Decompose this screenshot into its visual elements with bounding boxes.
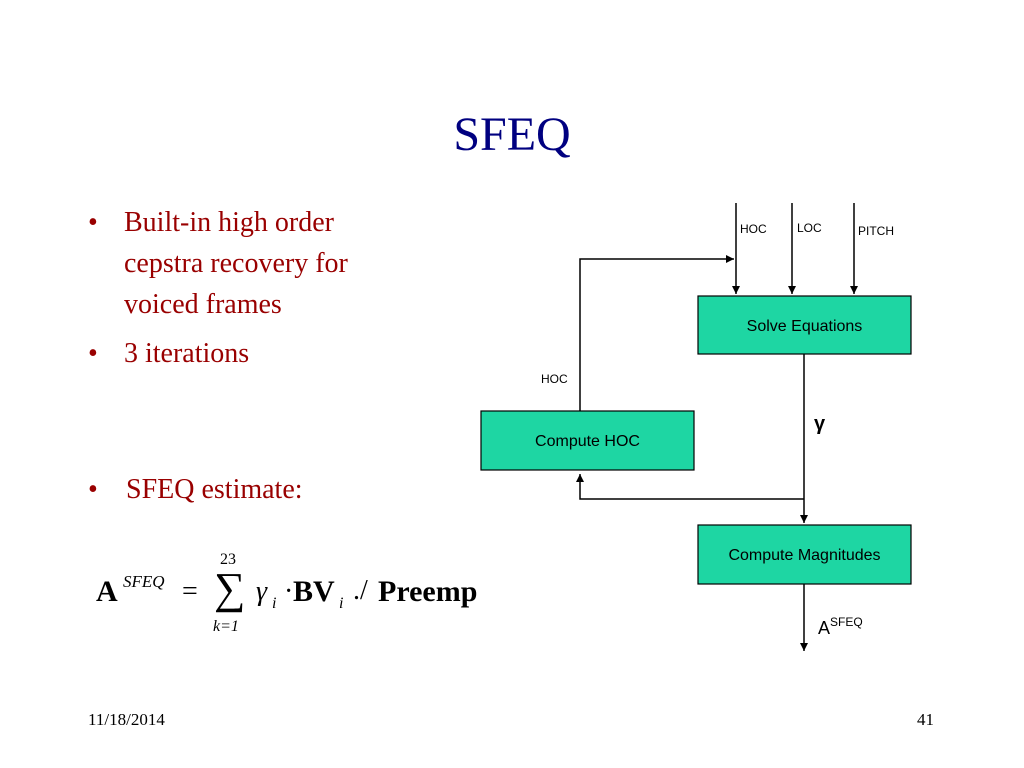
gamma-label: γ (814, 413, 826, 435)
bullet-line: Built-in high order (124, 207, 334, 238)
compute-magnitudes-box (697, 524, 912, 585)
formula-lhs-superscript: SFEQ (123, 572, 165, 591)
output-label-main: A (818, 618, 830, 638)
hoc-feedback-label: HOC (541, 372, 568, 386)
formula-gamma-subscript: i (272, 595, 277, 612)
footer-page-number: 41 (917, 710, 934, 729)
output-label-sup: SFEQ (830, 615, 863, 629)
solve-equations-label: Solve Equations (747, 318, 863, 335)
hoc-input-label: HOC (740, 222, 767, 236)
bullet-item: • Built-in high order cepstra recovery f… (88, 203, 448, 323)
formula-lhs: A (96, 575, 118, 608)
output-label: ASFEQ (818, 615, 863, 638)
bullet-dot: • (88, 474, 98, 505)
formula-bv-subscript: i (339, 595, 344, 612)
bullet-dot: • (88, 338, 98, 369)
bullet-item: • SFEQ estimate: (88, 470, 388, 510)
feedback-to-compute-hoc (576, 474, 804, 500)
formula-div: ./ (353, 575, 368, 606)
formula-sum-lower: k=1 (213, 618, 239, 635)
compute-hoc-label: Compute HOC (535, 433, 640, 450)
formula-preemp: Preemp (378, 575, 478, 608)
formula-equals: = (182, 576, 198, 607)
bullet-dot: • (88, 207, 98, 238)
pitch-input-label: PITCH (858, 224, 894, 238)
formula-sum-symbol: ∑ (214, 564, 246, 613)
formula-sum-upper: 23 (220, 551, 236, 568)
bullet-line: SFEQ estimate: (126, 474, 303, 505)
slide-title: SFEQ (453, 108, 571, 161)
hoc-feedback-line (579, 255, 734, 411)
loc-input-label: LOC (797, 221, 822, 235)
formula: A SFEQ = 23 ∑ k=1 γ i · BV i ./ Preemp (96, 545, 516, 645)
compute-hoc-box (480, 410, 695, 471)
formula-bv: BV (293, 575, 335, 608)
solve-equations-box (697, 295, 912, 355)
bullet-line: cepstra recovery for (124, 248, 348, 279)
formula-dot: · (284, 576, 294, 607)
bullet-item: • 3 iterations (88, 334, 388, 374)
bullet-line: voiced frames (124, 289, 282, 320)
compute-magnitudes-label: Compute Magnitudes (728, 547, 880, 564)
bullet-line: 3 iterations (124, 338, 250, 369)
formula-gamma: γ (256, 576, 268, 607)
footer-date: 11/18/2014 (88, 710, 165, 729)
